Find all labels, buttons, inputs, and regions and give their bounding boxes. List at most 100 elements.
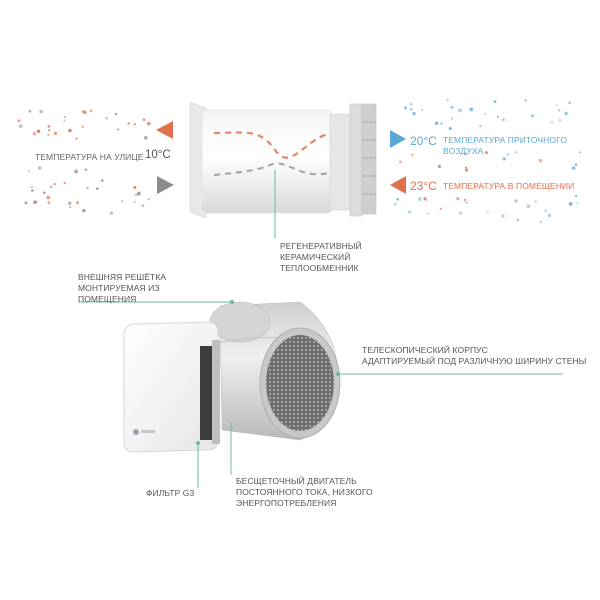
cold-air-arrow-left — [157, 176, 174, 194]
air-particle — [539, 220, 542, 223]
air-particle — [147, 197, 150, 201]
air-particle — [101, 179, 104, 182]
air-particle — [110, 211, 114, 215]
air-particle — [576, 201, 578, 204]
air-particle — [68, 128, 72, 133]
air-particle — [46, 195, 51, 200]
air-particle — [404, 106, 407, 110]
air-particle — [69, 205, 72, 209]
air-particle — [81, 110, 85, 113]
outside-air-dots — [17, 109, 151, 215]
air-particle — [409, 102, 413, 106]
air-particle — [526, 204, 531, 209]
room-temperature-label: ТЕМПЕРАТУРА В ПОМЕЩЕНИИ — [443, 181, 575, 191]
air-particle — [575, 195, 578, 198]
air-particle — [30, 185, 33, 189]
air-particle — [32, 131, 37, 136]
air-particle — [506, 153, 510, 156]
air-particle — [86, 186, 89, 189]
air-particle — [28, 110, 32, 113]
outside-temperature-label: ТЕМПЕРАТУРА НА УЛИЦЕ — [35, 152, 144, 162]
air-particle — [544, 209, 548, 212]
air-particle — [63, 119, 66, 122]
air-particle — [531, 114, 534, 118]
air-particle — [53, 131, 58, 136]
air-particle — [434, 121, 439, 126]
air-particle — [43, 191, 46, 195]
air-particle — [550, 120, 554, 125]
air-particle — [409, 107, 413, 111]
air-particle — [95, 187, 99, 191]
air-particle — [412, 111, 416, 116]
air-particle — [417, 197, 422, 201]
air-particle — [574, 163, 578, 166]
air-particle — [450, 105, 454, 109]
air-particle — [36, 129, 41, 133]
air-particle — [469, 107, 474, 112]
callout-filter: ФИЛЬТР G3 — [146, 488, 195, 498]
room-air-arrow-right — [390, 176, 406, 194]
air-particle — [421, 108, 424, 111]
air-particle — [141, 204, 145, 208]
air-particle — [133, 200, 136, 203]
air-particle — [53, 183, 56, 186]
air-particle — [24, 201, 28, 205]
air-particle — [459, 211, 463, 215]
air-particle — [47, 125, 50, 128]
air-particle — [67, 201, 72, 206]
air-particle — [407, 209, 412, 214]
callout-brushless-motor: БЕСЩЕТОЧНЫЙ ДВИГАТЕЛЬ ПОСТОЯННОГО ТОКА, … — [236, 476, 373, 508]
air-particle — [564, 111, 568, 116]
air-particle — [426, 212, 429, 215]
air-particle — [47, 201, 50, 205]
air-particle — [143, 135, 148, 140]
air-particle — [463, 198, 467, 202]
air-particle — [547, 213, 552, 218]
air-particle — [135, 193, 137, 196]
air-particle — [534, 200, 537, 203]
air-particle — [84, 168, 88, 172]
air-particle — [74, 169, 79, 174]
air-particle — [578, 151, 581, 154]
air-particle — [394, 202, 397, 206]
air-particle — [82, 208, 86, 213]
air-particle — [500, 214, 505, 218]
supply-air-arrow-right — [390, 130, 406, 148]
callout-heat-exchanger: РЕГЕНЕРАТИВНЫЙ КЕРАМИЧЕСКИЙ ТЕПЛООБМЕННИ… — [280, 241, 362, 273]
air-particle — [396, 198, 399, 201]
air-particle — [568, 202, 573, 206]
air-particle — [127, 122, 131, 125]
air-particle — [47, 133, 50, 136]
callout-outer-grille: ВНЕШНЯЯ РЕШЁТКА МОНТИРУЕМАЯ ИЗ ПОМЕЩЕНИЯ — [78, 272, 167, 304]
air-particle — [440, 122, 443, 125]
air-particle — [136, 191, 141, 196]
air-particle — [39, 109, 44, 114]
air-particle — [463, 152, 467, 156]
air-particle — [558, 118, 562, 122]
air-particle — [458, 108, 463, 113]
warm-air-arrow-left — [156, 121, 173, 139]
air-particle — [484, 151, 489, 155]
air-particle — [486, 211, 489, 214]
air-particle — [568, 101, 571, 104]
air-particle — [451, 117, 454, 120]
air-particle — [456, 197, 460, 201]
air-particle — [49, 185, 53, 189]
supply-temperature-label: ТЕМПЕРАТУРА ПРИТОЧНОГО ВОЗДУХА — [443, 135, 568, 156]
indoor-air-dots — [394, 98, 581, 223]
air-particle — [446, 98, 449, 102]
air-particle — [437, 164, 441, 168]
callout-telescopic-housing: ТЕЛЕСКОПИЧЕСКИЙ КОРПУС АДАПТИРУЕМЫЙ ПОД … — [362, 345, 587, 366]
air-particle — [38, 166, 42, 170]
air-particle — [27, 170, 30, 173]
callout-leader-lines — [78, 170, 563, 488]
air-particle — [146, 121, 151, 126]
air-particle — [479, 124, 482, 128]
air-particle — [496, 115, 499, 119]
air-particle — [34, 200, 38, 204]
air-particle — [439, 207, 442, 210]
air-particle — [75, 137, 78, 140]
bottom-unit — [123, 301, 341, 453]
air-particle — [142, 118, 146, 122]
